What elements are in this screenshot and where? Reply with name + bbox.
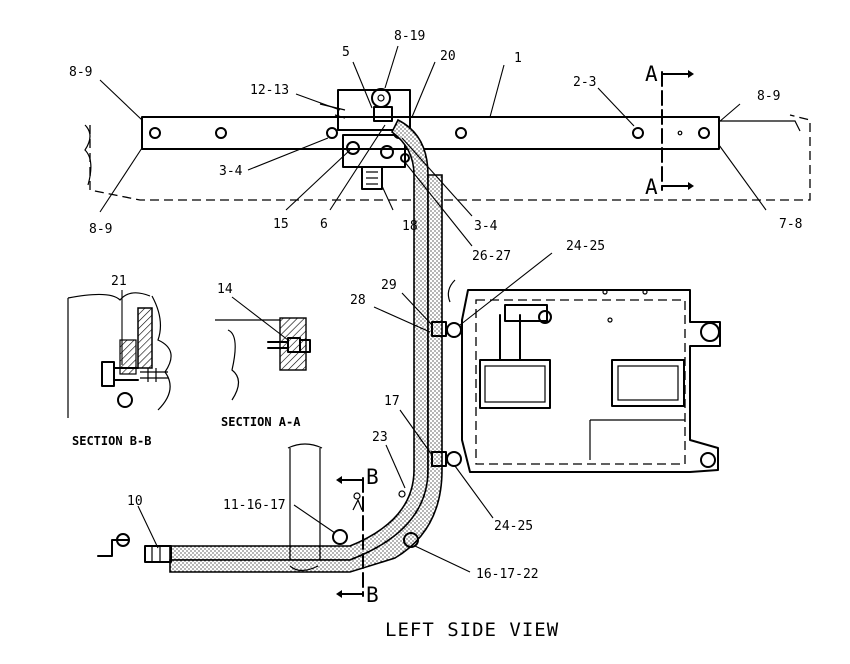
callout-11-16-17: 11-16-17 [223,498,286,513]
callout-26-27: 26-27 [472,249,511,264]
callout-2-3: 2-3 [573,75,596,90]
section-a-cut [661,70,694,191]
callout-labels: 8-9 8-9 8-9 7-8 1 2-3 20 5 8-19 12-13 3-… [69,29,802,582]
callout-8-9-bottom-left: 8-9 [89,222,112,237]
callout-28: 28 [350,293,366,308]
callout-3-4-right: 3-4 [474,219,498,234]
callout-15: 15 [273,217,289,232]
callout-7-8: 7-8 [779,217,802,232]
callout-10: 10 [127,494,143,509]
callout-5: 5 [342,45,350,60]
section-a-marker-top: A [645,62,658,86]
callout-14: 14 [217,282,233,297]
callout-6: 6 [320,217,328,232]
valve-assembly [319,88,411,190]
section-b-marker-bottom: B [366,583,379,607]
section-b-marker-top: B [366,465,379,489]
callout-21: 21 [111,274,127,289]
mounting-bracket [141,116,801,150]
callout-20: 20 [440,49,456,64]
section-a-caption: SECTION A-A [221,415,301,429]
callout-24-25-top: 24-25 [566,239,605,254]
engine-outline [84,114,811,201]
callout-8-9-right: 8-9 [757,89,780,104]
ecm-module [446,279,721,473]
section-markers: A A B B [366,62,658,607]
callout-17: 17 [384,394,400,409]
callout-16-17-22: 16-17-22 [476,567,539,582]
callout-3-4-left: 3-4 [219,164,243,179]
callout-23: 23 [372,430,388,445]
section-b-caption: SECTION B-B [72,434,151,448]
callout-12-13: 12-13 [250,83,289,98]
callout-8-19: 8-19 [394,29,425,44]
section-b-cut [336,476,364,598]
section-a-detail [215,317,311,401]
callout-24-25-bottom: 24-25 [494,519,533,534]
leader-lines [99,45,767,573]
callout-8-9-top-left: 8-9 [69,65,92,80]
callout-29: 29 [381,278,397,293]
callout-18: 18 [402,219,418,234]
lower-fitting [97,443,419,572]
section-b-detail [67,292,172,418]
view-title: LEFT SIDE VIEW [385,619,559,641]
hose-line [169,118,447,573]
callout-1: 1 [514,51,522,66]
section-a-marker-bottom: A [645,175,658,199]
